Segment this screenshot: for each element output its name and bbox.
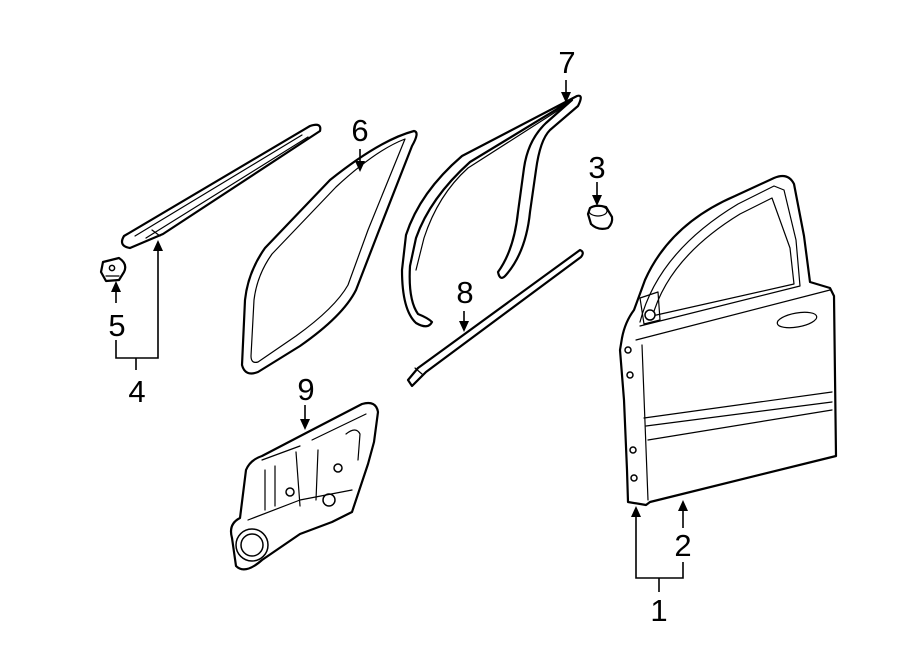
callout-5: 5 bbox=[108, 308, 125, 343]
part-clip bbox=[99, 256, 127, 283]
leader-lines bbox=[111, 80, 688, 592]
callout-6: 6 bbox=[351, 113, 368, 148]
callout-8: 8 bbox=[456, 275, 473, 310]
part-plug bbox=[586, 204, 614, 230]
part-weatherstrip bbox=[400, 94, 582, 328]
part-door-shell bbox=[618, 174, 838, 507]
callout-1: 1 bbox=[650, 593, 667, 628]
callout-2: 2 bbox=[674, 528, 691, 563]
part-lower-molding bbox=[406, 248, 584, 388]
part-glass-run-channel bbox=[240, 129, 418, 375]
part-module-panel bbox=[229, 401, 380, 571]
part-belt-molding bbox=[120, 123, 322, 250]
callout-9: 9 bbox=[297, 372, 314, 407]
callout-7: 7 bbox=[558, 45, 575, 80]
callout-3: 3 bbox=[588, 150, 605, 185]
callout-4: 4 bbox=[128, 374, 145, 409]
